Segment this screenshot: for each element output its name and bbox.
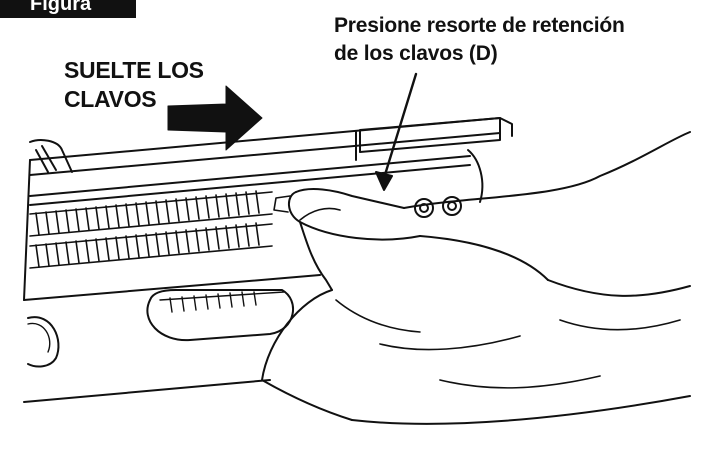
callout-text: Presione resorte de retención de los cla…	[334, 12, 625, 68]
release-line-1: SUELTE LOS	[64, 57, 204, 83]
magazine-slot	[146, 289, 294, 342]
figure-label-tab: Figura	[0, 0, 136, 18]
figure-label: Figura	[30, 0, 92, 15]
arrow-right-icon	[167, 85, 263, 151]
release-line-2: CLAVOS	[64, 86, 157, 112]
magazine-outline	[23, 117, 513, 403]
leader-arrow-icon	[375, 72, 418, 191]
round-cutout	[27, 316, 60, 368]
nail-strip	[29, 190, 273, 269]
release-instruction: SUELTE LOS CLAVOS	[64, 56, 204, 114]
callout-line-1: Presione resorte de retención	[334, 14, 625, 37]
hand	[261, 131, 691, 425]
callout-line-2: de los clavos (D)	[334, 42, 498, 65]
rivets	[414, 196, 462, 218]
